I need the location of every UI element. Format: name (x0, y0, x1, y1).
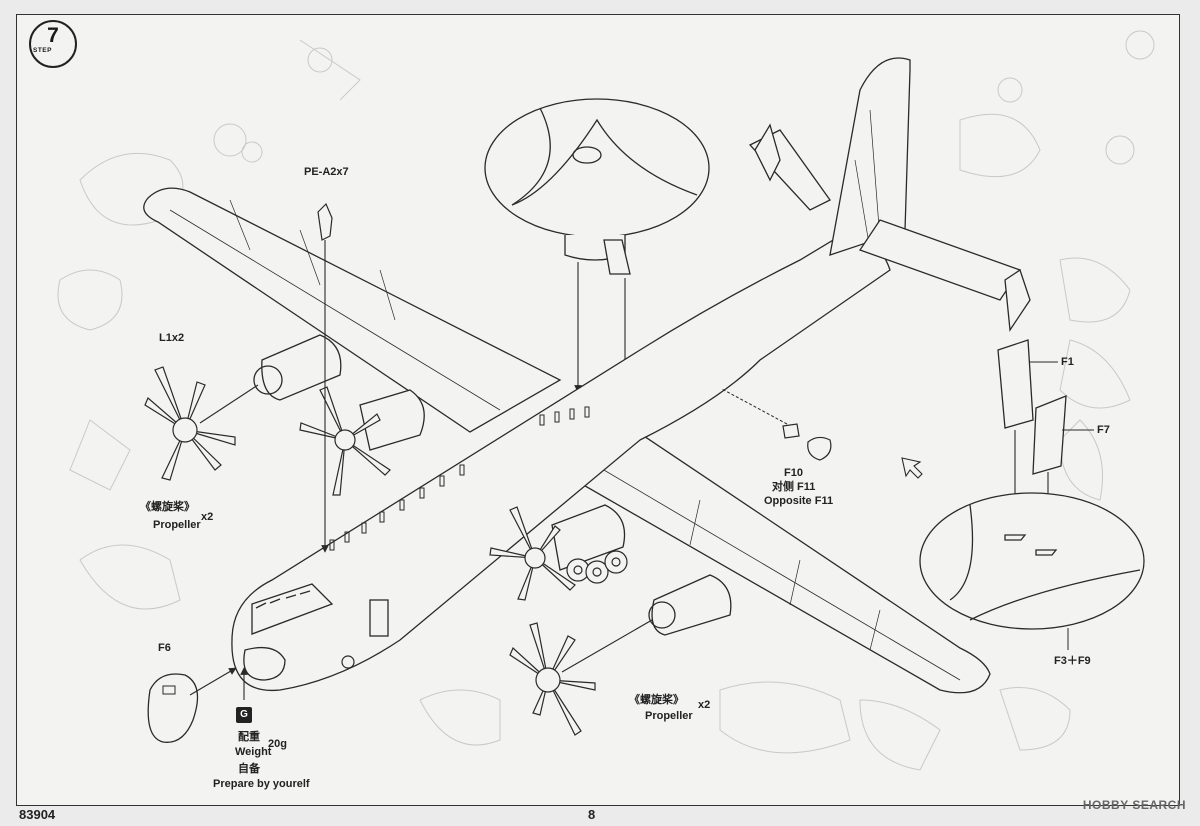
engine-nacelles (253, 334, 732, 636)
propeller-bottom (509, 622, 596, 736)
nose-cone-f6 (147, 673, 199, 743)
label-pe-a2: PE-A2x7 (304, 166, 349, 178)
propeller-left (144, 366, 236, 481)
propeller-mid (299, 386, 391, 496)
pe-a2-part (317, 202, 333, 241)
label-l1: L1x2 (159, 332, 185, 344)
page-number: 8 (588, 807, 596, 822)
fuselage-windows (329, 406, 590, 551)
label-propeller-bottom-qty: x2 (698, 699, 711, 711)
radome-assembly (484, 98, 710, 275)
label-f1: F1 (1061, 356, 1074, 368)
propeller-right-inner (489, 506, 576, 601)
orientation-arrow-icon (901, 457, 923, 479)
landing-gear-wheels (341, 550, 628, 669)
label-prepare-cn: 自备 (238, 763, 260, 775)
step-number: 7 (47, 24, 59, 47)
label-weight-en: Weight (235, 746, 272, 758)
fuselage (231, 229, 891, 692)
ghost-background-parts (57, 30, 1155, 771)
weight-icon: G (236, 707, 252, 723)
label-weight-cn: 配重 (238, 731, 260, 743)
label-f3-f9: F3＋F9 (1054, 655, 1091, 667)
product-code: 83904 (19, 807, 56, 822)
step-badge: 7 STEP (29, 20, 77, 68)
label-prepare-en: Prepare by yourelf (213, 778, 310, 790)
label-f6: F6 (158, 642, 171, 654)
label-weight-amount: 20g (268, 738, 287, 750)
label-propeller-left-qty: x2 (201, 511, 214, 523)
label-f11-cn: 对侧 F11 (772, 481, 816, 493)
watermark: HOBBY SEARCH (1082, 798, 1186, 812)
label-propeller-left-en: Propeller (153, 519, 201, 531)
step-word: STEP (33, 47, 52, 54)
fin-panels (997, 339, 1067, 475)
label-f10: F10 (784, 467, 803, 479)
tail-assembly (748, 57, 1031, 332)
label-f7: F7 (1097, 424, 1110, 436)
label-f11-en: Opposite F11 (764, 495, 834, 507)
lower-radome-disc (919, 492, 1145, 630)
left-wing (143, 187, 562, 433)
f10-part (782, 423, 832, 461)
label-propeller-bottom-en: Propeller (645, 710, 693, 722)
label-propeller-bottom-cn: 《螺旋桨》 (629, 694, 684, 706)
label-propeller-left-cn: 《螺旋桨》 (140, 501, 195, 513)
right-wing (538, 419, 991, 694)
